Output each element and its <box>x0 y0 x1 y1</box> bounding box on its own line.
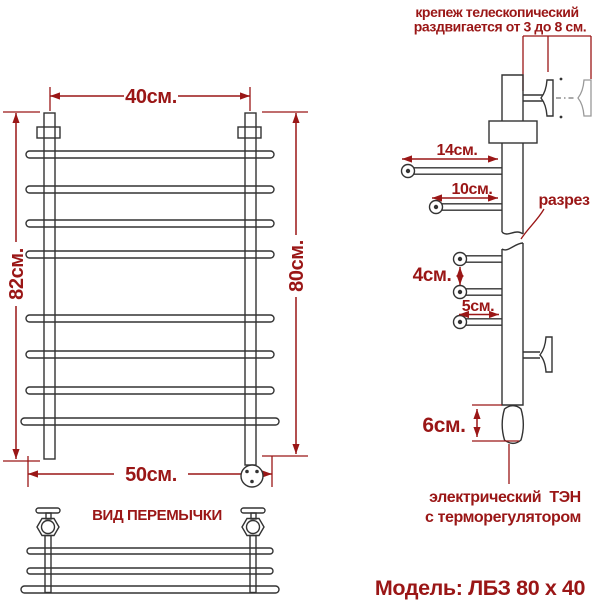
section-leader-line <box>520 208 545 240</box>
side-rung <box>400 163 502 179</box>
rung <box>25 250 275 259</box>
rung <box>25 219 275 228</box>
side-rung <box>452 251 502 267</box>
post-upper <box>501 74 524 234</box>
bracket-collar <box>488 120 538 144</box>
dim-14-label: 14см. <box>437 142 478 159</box>
rung <box>25 185 275 194</box>
dim-top-label: 40см. <box>125 86 177 108</box>
left-valve-fitting <box>35 507 61 594</box>
telescopic-note-line1: крепеж телескопический <box>415 4 578 20</box>
break-line-lower <box>501 242 524 251</box>
post-lower <box>501 243 524 406</box>
left-post <box>43 112 56 460</box>
crossbar <box>26 567 274 575</box>
wall-flange-extended-ghost <box>577 79 592 117</box>
dim-6-label: 6см. <box>422 414 465 437</box>
heater-callout: электрический ТЭН с терморегулятором <box>425 444 581 526</box>
rung <box>25 150 275 159</box>
side-view: крепеж телескопический раздвигается от 3… <box>400 4 592 526</box>
dim-bottom-label: 50см. <box>125 464 177 486</box>
crossbar-wide <box>20 585 280 594</box>
break-line-upper <box>501 231 524 235</box>
towel-rail-front-structure <box>20 112 280 466</box>
wall-flange <box>540 79 554 117</box>
crossbar-view: ВИД ПЕРЕМЫЧКИ <box>20 507 280 594</box>
towel-rail-side-structure <box>400 74 592 445</box>
dimension-4: 4см. <box>413 265 464 286</box>
rung <box>25 386 275 395</box>
right-post <box>244 112 257 466</box>
right-wall-bracket <box>237 126 262 139</box>
crossbar <box>26 547 274 555</box>
dimension-bottom-50: 50см. <box>27 456 273 487</box>
telescopic-note-line2: раздвигается от 3 до 8 см. <box>414 19 587 35</box>
dimension-right-80: 80см. <box>262 111 308 457</box>
side-rung <box>428 199 502 215</box>
dimension-5: 5см. <box>459 298 499 319</box>
dimension-6: 6см. <box>422 404 519 442</box>
front-view: 40см. 82см. 80см. 50см. <box>3 86 308 488</box>
power-connector <box>240 464 264 488</box>
rung <box>25 314 275 323</box>
section-callout: разрез <box>520 192 590 240</box>
heating-element <box>501 404 524 445</box>
section-label: разрез <box>538 192 589 209</box>
wall-flange-lower <box>539 336 553 373</box>
model-label: Модель: ЛБЗ 80 х 40 <box>375 576 586 600</box>
right-valve-fitting <box>240 507 266 594</box>
dim-right-label: 80см. <box>286 240 308 292</box>
rung <box>25 350 275 359</box>
heater-label-line1: электрический ТЭН <box>429 489 581 506</box>
side-rung <box>452 314 502 330</box>
dim-10-label: 10см. <box>452 181 493 198</box>
heater-label-line2: с терморегулятором <box>425 509 581 526</box>
bottom-wide-rung <box>20 417 280 426</box>
telescopic-range-lines <box>522 35 592 91</box>
side-rung <box>452 284 502 300</box>
dimension-left-82: 82см. <box>3 111 40 462</box>
dim-left-label: 82см. <box>6 248 28 300</box>
crossbar-view-title: ВИД ПЕРЕМЫЧКИ <box>92 507 222 524</box>
dimension-top-40: 40см. <box>49 86 251 111</box>
dimension-10: 10см. <box>432 181 498 202</box>
dimension-14: 14см. <box>402 142 498 163</box>
left-wall-bracket <box>36 126 61 139</box>
dim-5-label: 5см. <box>462 298 494 315</box>
dim-4-label: 4см. <box>413 265 452 286</box>
